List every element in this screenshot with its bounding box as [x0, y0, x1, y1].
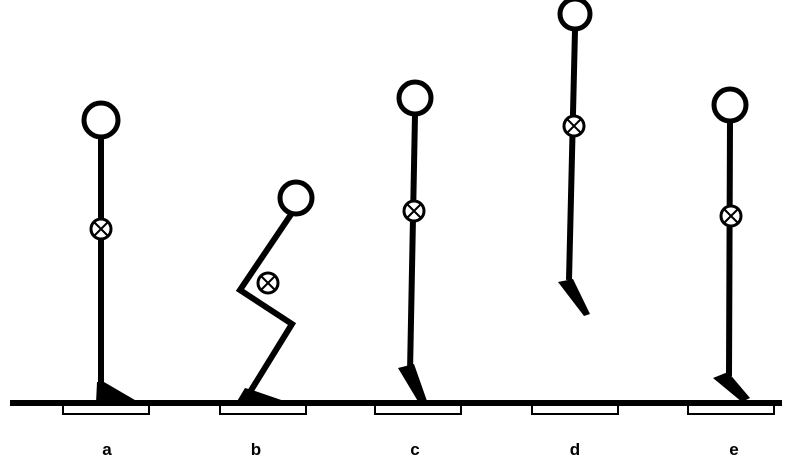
body-segment: [407, 114, 418, 373]
force-plate-c: [374, 404, 462, 415]
label-a: a: [102, 440, 112, 459]
body-segment: [726, 121, 733, 377]
label-d: d: [569, 440, 581, 459]
stick-figure-b: [235, 179, 315, 403]
body-segment: [235, 208, 297, 394]
head: [81, 100, 121, 140]
force-plate-b: [219, 404, 307, 415]
label-b: b: [250, 440, 262, 459]
force-plate-e: [687, 404, 775, 415]
head: [557, 0, 593, 32]
center-of-mass-icon: [719, 204, 743, 228]
label-e: e: [729, 440, 739, 459]
stick-figure-d: [557, 0, 593, 316]
foot: [558, 279, 590, 316]
center-of-mass-icon: [562, 114, 586, 138]
center-of-mass-icon: [89, 217, 113, 241]
force-plate-d: [531, 404, 619, 415]
label-c: c: [410, 440, 420, 459]
body-segment: [566, 29, 578, 281]
foot: [236, 388, 290, 403]
foot: [96, 382, 140, 403]
stick-figure-a: [81, 100, 140, 403]
foot: [713, 372, 750, 402]
head: [277, 179, 315, 217]
head: [396, 79, 434, 117]
center-of-mass-icon: [256, 271, 280, 295]
foot: [398, 364, 427, 403]
force-plate-a: [62, 404, 150, 415]
stick-figure-e: [711, 86, 750, 402]
stick-figure-c: [396, 79, 434, 403]
head: [711, 86, 749, 124]
center-of-mass-icon: [402, 199, 426, 223]
